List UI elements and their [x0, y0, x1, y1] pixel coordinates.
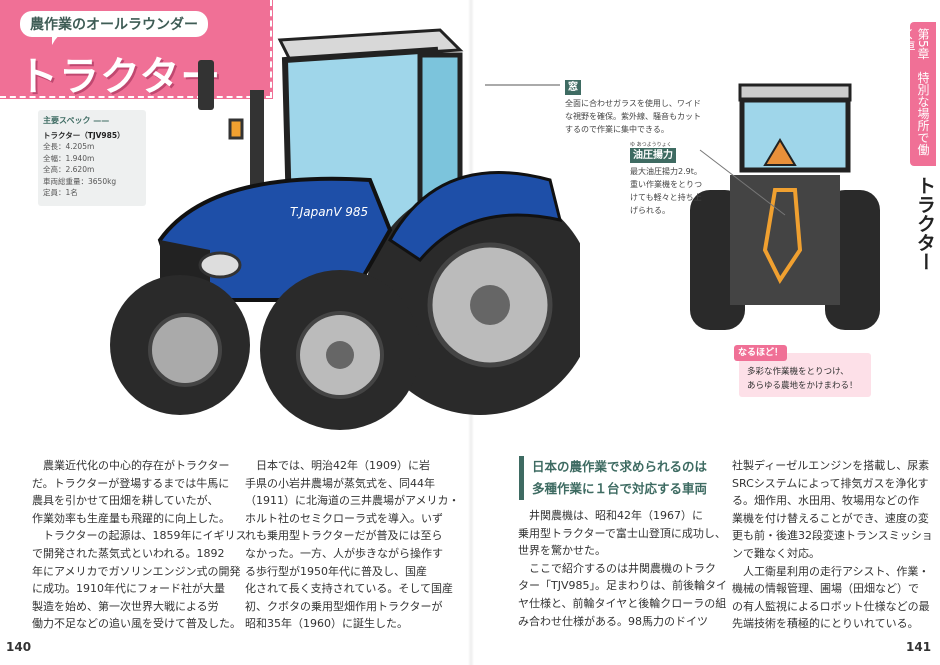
tractor-illustration: T.JapanV 985 — [110, 28, 580, 430]
text-line: 社製ディーゼルエンジンを搭載し、尿素 — [732, 459, 930, 472]
window-text-line: するので作業に集中できる。 — [565, 125, 669, 134]
spec-length: 全長：4.205m — [43, 142, 95, 151]
spec-heading: 主要スペック —— — [43, 116, 110, 125]
section-subheading: 日本の農作業で求められるのは 多種作業に１台で対応する車両 — [519, 456, 707, 500]
text-line: に成功。1910年代にフォード社が大量 — [32, 582, 225, 596]
text-line: 働力不足などの追い風を受けて普及した。 — [32, 617, 241, 631]
hydraulic-text-line: げられる。 — [630, 206, 670, 215]
spec-height: 全高：2.620m — [43, 165, 95, 174]
text-line: の有人監視によるロボット仕様などの最 — [732, 599, 930, 613]
text-line: なかった。一方、人が歩きながら操作す — [245, 546, 443, 560]
subheading-line: 日本の農作業で求められるのは — [532, 459, 708, 474]
spec-capacity: 定員：1名 — [43, 188, 78, 197]
text-line: る。畑作用、水田用、牧場用などの作 — [732, 494, 919, 508]
spec-box: 主要スペック —— トラクター（TJV985） 全長：4.205m 全幅：1.9… — [38, 110, 146, 206]
text-line: 更も前・後進32段変速トランスミッショ — [732, 529, 933, 543]
window-text-line: な視野を確保。紫外線、騒音もカット — [565, 112, 701, 121]
chapter-tab: 第5章 特別な場所で働く車 — [902, 22, 936, 166]
window-label: 窓 — [565, 80, 581, 95]
title-banner: 農作業のオールラウンダー トラクター — [0, 0, 273, 100]
text-line: 人工衛星利用の走行アシスト、作業・ — [732, 564, 930, 578]
text-line: で開発された蒸気式といわれる。1892 — [32, 546, 225, 560]
spec-model: トラクター（TJV985） — [43, 130, 125, 140]
text-line: 作業効率も生産量も飛躍的に向上した。 — [32, 511, 230, 525]
text-line: だ。トラクターが登場するまでは牛馬に — [32, 476, 230, 490]
spec-weight: 車両総重量：3650kg — [43, 176, 117, 186]
text-line: 業機を付け替えることができ、速度の変 — [732, 511, 929, 525]
text-line: 井関農機は、昭和42年（1967）に — [518, 509, 703, 522]
hydraulic-ruby: ゆ あつようりょく — [630, 142, 672, 148]
window-text-line: 全面に合わせガラスを使用し、ワイド — [565, 99, 701, 108]
text-line: 農具を引かせて田畑を耕していたが、 — [32, 494, 219, 508]
hydraulic-text-line: けても軽々と持ち上 — [630, 193, 702, 202]
text-line: SRCシステムによって排気ガスを浄化す — [732, 476, 929, 490]
text-column-1: 農業近代化の中心的存在がトラクターだ。トラクターが登場するまでは牛馬に農具を引か… — [32, 457, 247, 633]
naruhodo-line: 多彩な作業機をとりつけ、 — [747, 367, 849, 377]
page-number-left: 140 — [6, 640, 32, 654]
text-line: 農業近代化の中心的存在がトラクター — [32, 459, 230, 472]
naruhodo-box: なるほど！ 多彩な作業機をとりつけ、 あらゆる農地をかけまわる！ — [734, 345, 871, 397]
text-column-3: 井関農機は、昭和42年（1967）に乗用型トラクターで富士山登頂に成功し、世界を… — [518, 507, 727, 630]
hydraulic-callout: ゆ あつようりょく 油圧揚力 最大油圧揚力2.9t。 重い作業機をとりつ けても… — [630, 142, 702, 217]
text-line: 初、クボタの乗用型畑作用トラクターが — [245, 599, 443, 613]
text-line: ンで難なく対応。 — [732, 546, 820, 560]
hood-badge: T.JapanV 985 — [290, 205, 368, 219]
naruhodo-line: あらゆる農地をかけまわる！ — [747, 381, 858, 391]
text-line: ター「TJV985」。足まわりは、前後輪タイ — [518, 579, 727, 593]
chapter-title: トラクター — [914, 176, 936, 271]
hydraulic-text-line: 最大油圧揚力2.9t。 — [630, 167, 702, 176]
text-line: 化されて長く支持されている。そして国産 — [245, 582, 454, 596]
text-line: る歩行型が1950年代に普及し、国産 — [245, 564, 427, 578]
text-column-2: 日本では、明治42年（1909）に岩手県の小岩井農場が蒸気式を、同44年 （191… — [245, 457, 459, 633]
text-line: トラクターの起源は、1859年にイギリス — [32, 529, 247, 543]
text-line: 製造を始め、第一次世界大戦による労 — [32, 599, 219, 613]
text-line: 機械の情報管理、圃場（田畑など）で — [732, 582, 919, 596]
text-line: 昭和35年（1960）に誕生した。 — [245, 617, 408, 631]
text-line: ホルト社のセミクローラ式を導入。いず — [245, 511, 443, 525]
text-line: れも乗用型トラクターだが普及には至ら — [245, 529, 443, 543]
text-line: ここで紹介するのは井関農機のトラク — [518, 561, 716, 575]
page-title: トラクター — [18, 54, 222, 100]
window-callout: 窓 全面に合わせガラスを使用し、ワイド な視野を確保。紫外線、騒音もカット する… — [565, 80, 701, 136]
text-line: 世界を驚かせた。 — [518, 544, 606, 558]
text-column-4: 社製ディーゼルエンジンを搭載し、尿素 SRCシステムによって排気ガスを浄化する。畑… — [732, 457, 933, 633]
tractor-rear-view-illustration — [690, 83, 880, 330]
text-line: 年にアメリカでガソリンエンジン式の開発 — [32, 564, 241, 578]
tagline: 農作業のオールラウンダー — [20, 11, 208, 45]
hydraulic-text-line: 重い作業機をとりつ — [630, 180, 703, 189]
naruhodo-label: なるほど！ — [734, 345, 788, 361]
spec-width: 全幅：1.940m — [43, 153, 95, 163]
text-line: 日本では、明治42年（1909）に岩 — [245, 459, 430, 472]
subheading-line: 多種作業に１台で対応する車両 — [532, 481, 708, 496]
text-line: 乗用型トラクターで富士山登頂に成功し、 — [518, 526, 726, 540]
text-line: ヤ仕様と、前輪タイヤと後輪クローラの組 — [518, 596, 727, 610]
text-line: 手県の小岩井農場が蒸気式を、同44年 — [245, 476, 435, 490]
text-line: 先端技術を積極的にとりいれている。 — [732, 617, 919, 631]
text-line: み合わせ仕様がある。98馬力のドイツ — [518, 614, 708, 628]
page-number-right: 141 — [906, 640, 932, 654]
text-line: （1911）に北海道の三井農場がアメリカ・ — [245, 494, 460, 508]
hydraulic-label: 油圧揚力 — [630, 148, 676, 163]
